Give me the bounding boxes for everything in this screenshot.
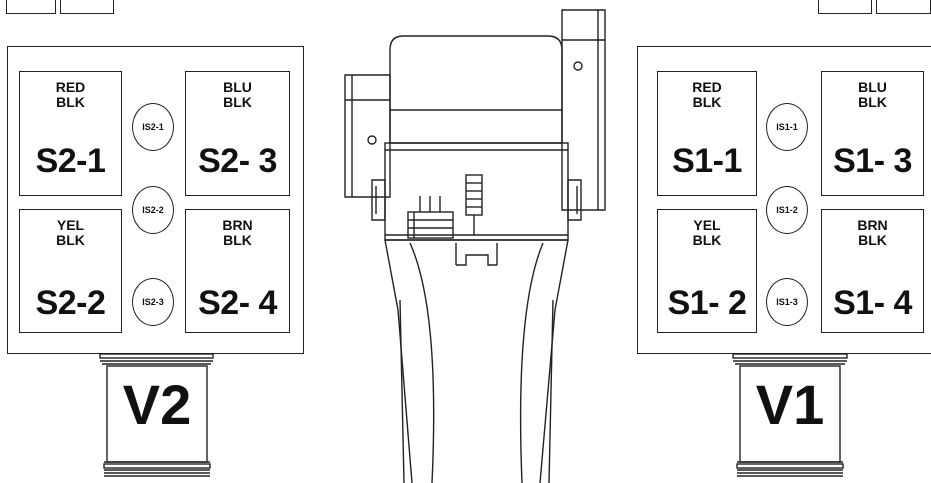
switch-id: S2-1: [35, 142, 106, 180]
switch-box-s2-4: BRN BLK S2- 4: [185, 209, 290, 333]
top-left-partial-box-2: [60, 0, 114, 14]
wire-color-2: BLK: [56, 94, 85, 110]
wire-color-2: BLK: [858, 232, 887, 248]
indicator-is2-1: IS2-1: [132, 103, 174, 151]
switch-id: S1- 2: [667, 284, 747, 322]
switch-box-s1-3: BLU BLK S1- 3: [821, 71, 924, 196]
wire-color-1: RED: [55, 79, 86, 95]
switch-box-s1-2: YEL BLK S1- 2: [657, 209, 757, 333]
valve-label-v1: V1: [755, 373, 825, 436]
wire-color-1: BRN: [222, 217, 253, 233]
top-right-partial-box-1: [818, 0, 872, 14]
wire-color-2: BLK: [223, 232, 252, 248]
left-valve-stem: [99, 353, 214, 477]
wire-color-2: BLK: [692, 94, 722, 110]
wire-color-1: YEL: [56, 217, 85, 233]
switch-id: S1- 4: [833, 284, 912, 322]
left-switch-panel: RED BLK S2-1 BLU BLK S2- 3 YEL BLK S2-2 …: [7, 46, 304, 354]
indicator-is1-3: IS1-3: [766, 278, 808, 326]
center-actuator: [344, 9, 606, 483]
wire-color-2: BLK: [56, 232, 85, 248]
switch-id: S1-1: [672, 142, 742, 180]
switch-id: S2- 4: [198, 284, 277, 322]
wire-color-1: YEL: [693, 217, 721, 233]
indicator-is1-2: IS1-2: [766, 186, 808, 234]
top-left-partial-box-1: [6, 0, 56, 14]
wire-color-1: BRN: [857, 217, 888, 233]
wire-color-2: BLK: [223, 94, 252, 110]
switch-id: S2- 3: [198, 142, 277, 180]
switch-box-s2-3: BLU BLK S2- 3: [185, 71, 290, 196]
indicator-is2-2: IS2-2: [132, 186, 174, 234]
switch-id: S1- 3: [833, 142, 912, 180]
wire-color-1: BLU: [223, 79, 252, 95]
indicator-is1-1: IS1-1: [766, 103, 808, 151]
right-valve-stem: [732, 353, 848, 477]
switch-id: S2-2: [35, 284, 106, 322]
valve-label-v2: V2: [122, 373, 192, 436]
switch-box-s1-1: RED BLK S1-1: [657, 71, 757, 196]
wire-color-2: BLK: [692, 232, 722, 248]
switch-box-s2-2: YEL BLK S2-2: [19, 209, 122, 333]
switch-box-s2-1: RED BLK S2-1: [19, 71, 122, 196]
wire-color-1: RED: [692, 79, 722, 95]
wire-color-1: BLU: [858, 79, 887, 95]
wire-color-2: BLK: [858, 94, 887, 110]
indicator-is2-3: IS2-3: [132, 278, 174, 326]
right-switch-panel: RED BLK S1-1 BLU BLK S1- 3 YEL BLK S1- 2…: [637, 46, 931, 354]
switch-box-s1-4: BRN BLK S1- 4: [821, 209, 924, 333]
